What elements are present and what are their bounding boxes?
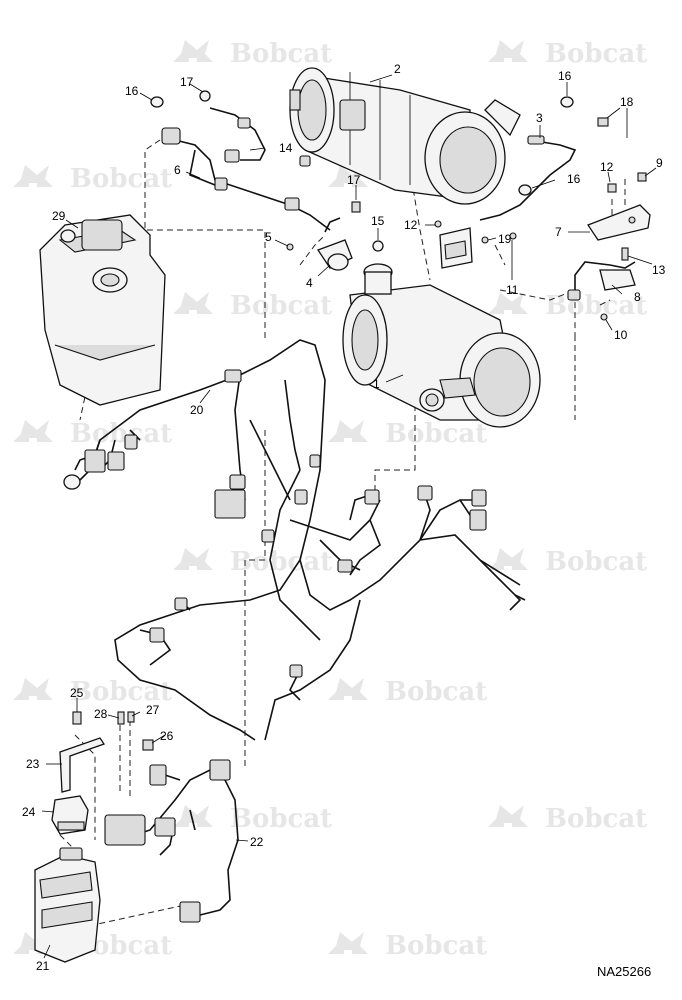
callout-25: 25 xyxy=(70,686,84,700)
callout-12-a: 12 xyxy=(404,218,418,232)
watermark-text: Bobcat xyxy=(385,931,487,961)
callout-24: 24 xyxy=(22,805,36,819)
part-2-upper-canister xyxy=(289,67,521,205)
watermark: Bobcat xyxy=(13,677,172,707)
watermark: Bobcat xyxy=(488,291,647,321)
callout-20: 20 xyxy=(190,403,204,417)
part-6-sensor-harness xyxy=(161,127,331,231)
watermark: Bobcat xyxy=(328,419,487,449)
watermark-layer: Bobcat Bobcat Bobcat Bobcat Bobcat Bobca… xyxy=(13,39,647,961)
callout-27: 27 xyxy=(146,703,160,717)
watermark-text: Bobcat xyxy=(385,419,487,449)
part-20-main-harness xyxy=(63,339,526,741)
callout-3: 3 xyxy=(536,111,543,125)
watermark: Bobcat xyxy=(328,931,487,961)
callout-16-a: 16 xyxy=(125,84,139,98)
watermark: Bobcat xyxy=(488,804,647,834)
part-29-def-tank xyxy=(39,214,166,406)
watermark-text: Bobcat xyxy=(545,547,647,577)
watermark: Bobcat xyxy=(488,39,647,69)
watermark-text: Bobcat xyxy=(70,164,172,194)
watermark-text: Bobcat xyxy=(230,547,332,577)
callout-7: 7 xyxy=(555,225,562,239)
part-14-temperature-sensor xyxy=(199,90,266,161)
callout-13: 13 xyxy=(652,263,666,277)
part-19-module xyxy=(439,227,473,269)
part-24-relay-block xyxy=(51,795,89,835)
callout-11: 11 xyxy=(506,283,519,297)
callout-4: 4 xyxy=(306,276,313,290)
watermark: Bobcat xyxy=(13,419,172,449)
callout-2: 2 xyxy=(394,62,401,76)
callout-5: 5 xyxy=(265,230,272,244)
watermark-text: Bobcat xyxy=(70,677,172,707)
watermark-text: Bobcat xyxy=(545,39,647,69)
watermark: Bobcat xyxy=(13,164,172,194)
watermark-text: Bobcat xyxy=(230,291,332,321)
part-7-bracket xyxy=(587,204,651,241)
part-4-sensor xyxy=(317,217,353,271)
callout-labels: 2 3 1 4 5 6 7 8 9 10 11 12 12 13 14 15 1… xyxy=(22,62,666,973)
part-23-bracket xyxy=(59,737,106,793)
callout-29: 29 xyxy=(52,209,66,223)
watermark: Bobcat xyxy=(173,39,332,69)
callout-26: 26 xyxy=(160,729,174,743)
part-21-heater-unit xyxy=(34,847,101,963)
callout-19: 19 xyxy=(498,232,512,246)
callout-1: 1 xyxy=(373,377,380,391)
watermark: Bobcat xyxy=(173,804,332,834)
watermark-text: Bobcat xyxy=(230,39,332,69)
callout-22: 22 xyxy=(250,835,264,849)
watermark: Bobcat xyxy=(328,677,487,707)
part-1-lower-canister xyxy=(342,263,541,428)
watermark-text: Bobcat xyxy=(230,804,332,834)
watermark: Bobcat xyxy=(173,291,332,321)
callout-12-b: 12 xyxy=(600,160,614,174)
watermark-text: Bobcat xyxy=(385,677,487,707)
callout-23: 23 xyxy=(26,757,40,771)
part-22-harness xyxy=(104,759,239,923)
callout-8: 8 xyxy=(634,290,641,304)
leader-lines xyxy=(41,74,657,959)
callout-15: 15 xyxy=(371,214,385,228)
callout-17-b: 17 xyxy=(347,173,361,187)
callout-16-c: 16 xyxy=(567,172,581,186)
hardware-clamps-bolts xyxy=(150,96,647,321)
watermark-text: Bobcat xyxy=(545,291,647,321)
callout-10: 10 xyxy=(614,328,628,342)
callout-28: 28 xyxy=(94,707,108,721)
callout-21: 21 xyxy=(36,959,50,973)
watermark-text: Bobcat xyxy=(545,804,647,834)
watermark: Bobcat xyxy=(488,547,647,577)
watermark: Bobcat xyxy=(173,547,332,577)
callout-16-b: 16 xyxy=(558,69,572,83)
callout-17-a: 17 xyxy=(180,75,194,89)
callout-14: 14 xyxy=(279,141,293,155)
callout-9: 9 xyxy=(656,156,663,170)
callout-18: 18 xyxy=(620,95,634,109)
callout-6: 6 xyxy=(174,163,181,177)
part-8-sensor-bracket xyxy=(567,261,636,301)
drawing-id: NA25266 xyxy=(597,964,651,979)
